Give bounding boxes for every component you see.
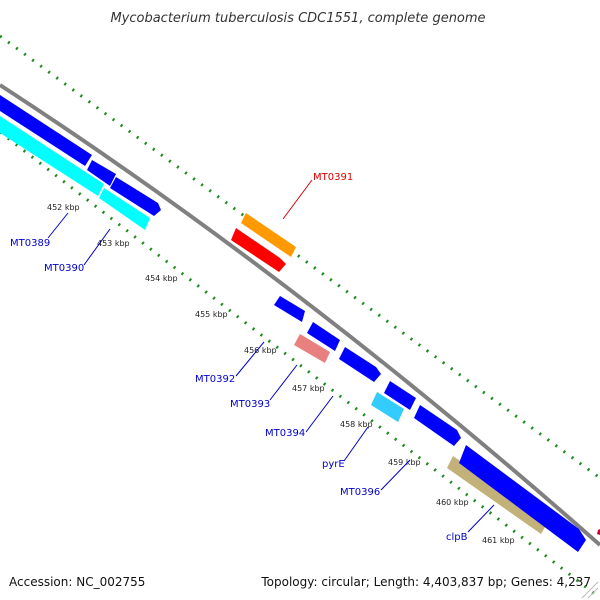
leader-mt0391 <box>282 179 313 220</box>
resize-handle-icon[interactable] <box>581 581 599 599</box>
leader-pyre <box>343 426 369 462</box>
gene-orange[interactable] <box>241 213 296 257</box>
gene-label-mt0389[interactable]: MT0389 <box>10 238 50 249</box>
gene-blue-left-1[interactable] <box>0 95 92 166</box>
tick-label-461: 461 kbp <box>482 536 515 545</box>
gene-mt0396[interactable] <box>414 405 461 446</box>
tick-label-460: 460 kbp <box>436 498 469 507</box>
tick-label-453: 453 kbp <box>97 239 130 248</box>
gene-pyre[interactable] <box>371 392 404 422</box>
leader-mt0396 <box>380 459 411 491</box>
outer-dotted-track <box>0 34 600 480</box>
tick-label-452: 452 kbp <box>47 203 80 212</box>
gene-label-pyre[interactable]: pyrE <box>322 459 345 470</box>
gene-mt0392[interactable] <box>274 296 305 322</box>
accession-label: Accession: NC_002755 <box>9 575 145 589</box>
genome-summary-label: Topology: circular; Length: 4,403,837 bp… <box>260 575 591 589</box>
leader-mt0393 <box>269 364 298 401</box>
tick-label-454: 454 kbp <box>145 274 178 283</box>
inner-dotted-track <box>0 130 600 600</box>
gene-blue-mid-2[interactable] <box>384 381 416 410</box>
map-title: Mycobacterium tuberculosis CDC1551, comp… <box>110 11 485 26</box>
genome-backbone <box>0 83 600 547</box>
tick-label-455: 455 kbp <box>195 310 228 319</box>
gene-blue-mid-1[interactable] <box>307 322 340 351</box>
gene-blue-left-3[interactable] <box>110 177 161 216</box>
leader-mt0394 <box>305 395 334 433</box>
gene-mt0393[interactable] <box>294 334 330 363</box>
leader-mt0389 <box>47 212 69 239</box>
gene-label-mt0391[interactable]: MT0391 <box>313 172 353 183</box>
tick-label-456: 456 kbp <box>244 346 277 355</box>
gene-blue-right-long[interactable] <box>459 445 586 552</box>
gene-clpb[interactable] <box>447 456 548 534</box>
gene-red[interactable] <box>231 228 286 272</box>
gene-label-mt0390[interactable]: MT0390 <box>44 263 84 274</box>
gene-blue-left-2[interactable] <box>87 160 116 186</box>
gene-label-mt0392[interactable]: MT0392 <box>195 374 235 385</box>
leader-mt0392 <box>235 341 265 377</box>
gene-mt0394[interactable] <box>339 347 381 382</box>
gene-cyan-left-2[interactable] <box>99 188 150 230</box>
leader-mt0390 <box>83 228 111 266</box>
leader-clpb <box>467 504 495 533</box>
gene-cyan-left-1[interactable] <box>0 116 104 196</box>
edge-marker <box>597 529 600 535</box>
tick-label-458: 458 kbp <box>340 420 373 429</box>
tick-label-459: 459 kbp <box>388 458 421 467</box>
gene-label-clpb[interactable]: clpB <box>446 532 468 543</box>
gene-label-mt0396[interactable]: MT0396 <box>340 487 380 498</box>
gene-label-mt0394[interactable]: MT0394 <box>265 428 305 439</box>
gene-label-mt0393[interactable]: MT0393 <box>230 399 270 410</box>
tick-label-457: 457 kbp <box>292 384 325 393</box>
